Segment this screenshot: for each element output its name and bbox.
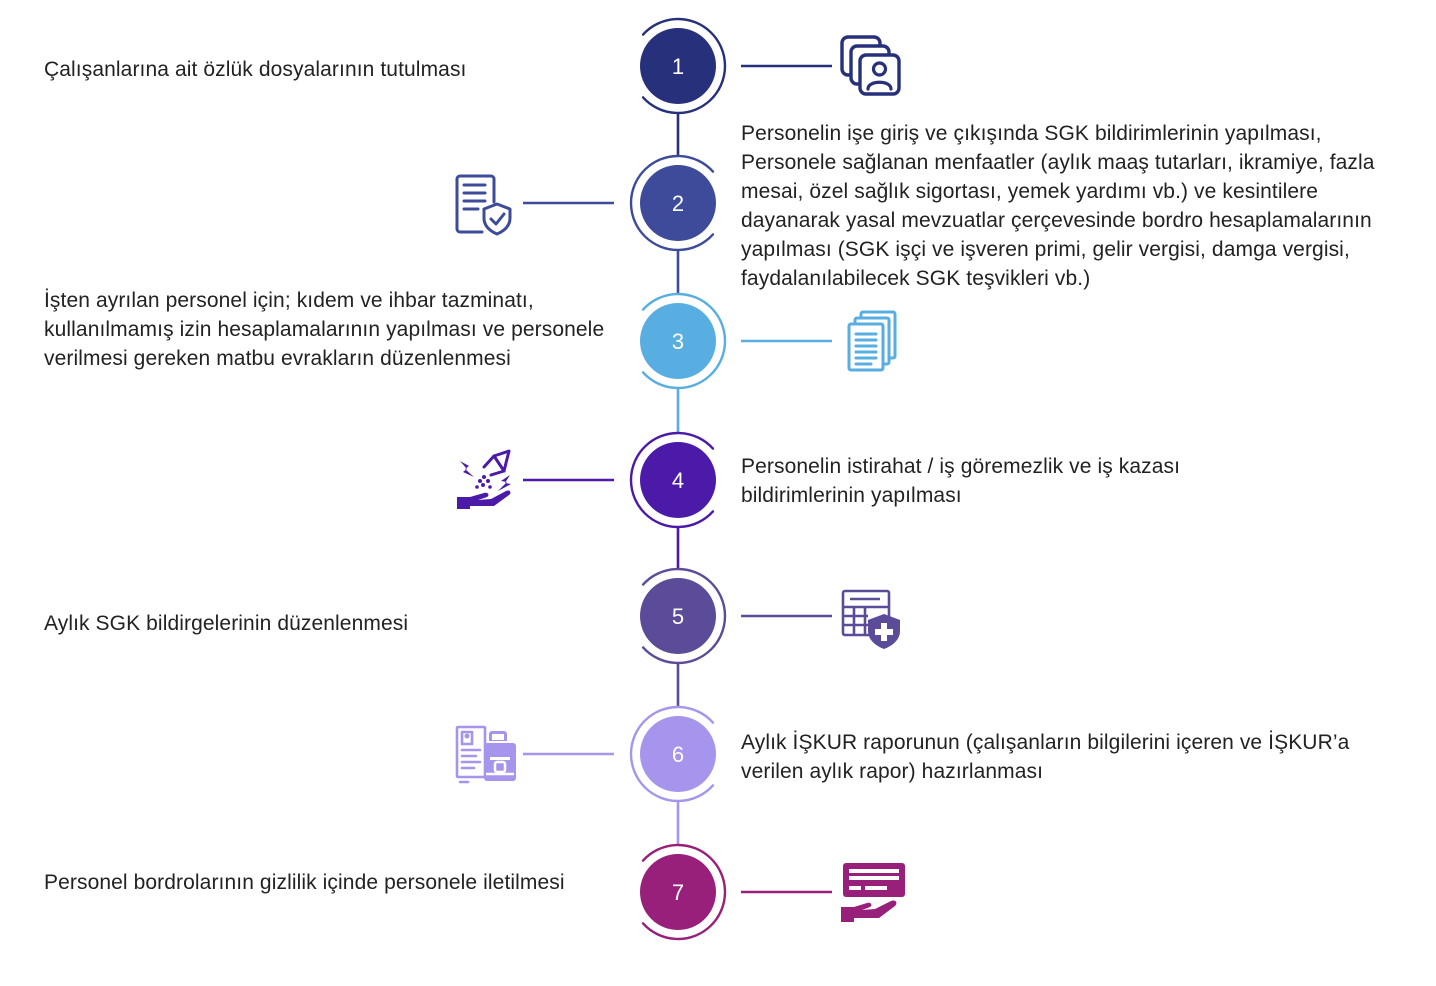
step-6-number: 6 — [672, 742, 684, 767]
step-1-circle — [640, 28, 716, 104]
step-4-number: 4 — [672, 468, 684, 493]
step-7-number: 7 — [672, 880, 684, 905]
hand-hazard-icon — [457, 449, 511, 509]
step-1-ring — [641, 17, 727, 115]
id-card-stack-icon — [840, 35, 901, 96]
step-6-circle — [640, 716, 716, 792]
step-5-text: Aylık SGK bildirgelerinin düzenlenmesi — [44, 612, 409, 635]
document-stack-icon — [847, 310, 897, 372]
step-1-number: 1 — [672, 54, 684, 79]
step-3-ring — [641, 292, 727, 390]
hand-card-icon — [841, 863, 905, 922]
step-4-ring — [629, 431, 715, 529]
step-2-number: 2 — [672, 191, 684, 216]
step-2-circle — [640, 165, 716, 241]
step-4-circle — [640, 442, 716, 518]
step-6-text: Aylık İŞKUR raporunun (çalışanların bilg… — [741, 731, 1350, 783]
step-3-circle — [640, 303, 716, 379]
step-5-ring — [641, 567, 727, 665]
step-2-text: Personelin işe giriş ve çıkışında SGK bi… — [741, 122, 1375, 290]
step-6-ring — [629, 705, 715, 803]
step-7-circle — [640, 854, 716, 930]
step-7-text: Personel bordrolarının gizlilik içinde p… — [44, 871, 565, 894]
step-3-number: 3 — [672, 329, 684, 354]
step-2-ring — [629, 154, 715, 252]
step-3-text: İşten ayrılan personel için; kıdem ve ih… — [44, 289, 605, 370]
step-4-text: Personelin istirahat / iş göremezlik ve … — [741, 455, 1181, 507]
step-1-text: Çalışanlarına ait özlük dosyalarının tut… — [44, 58, 467, 81]
step-7-ring — [641, 843, 727, 941]
document-shield-icon — [455, 174, 512, 236]
employment-report-icon — [455, 725, 516, 784]
step-5-number: 5 — [672, 604, 684, 629]
form-health-shield-icon — [841, 589, 900, 649]
step-5-circle — [640, 578, 716, 654]
